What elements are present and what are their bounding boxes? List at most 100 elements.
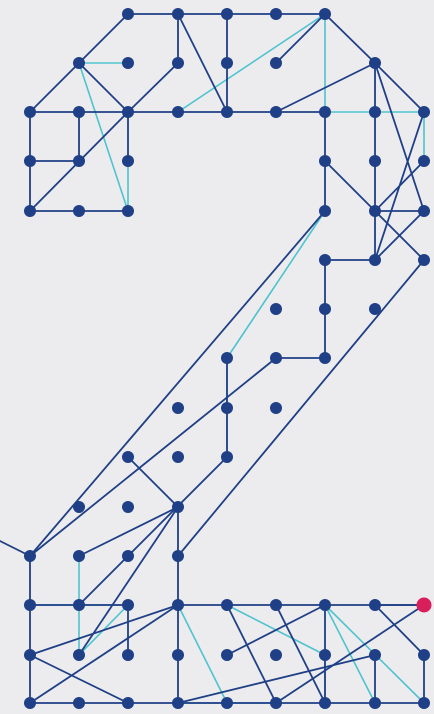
node <box>418 254 430 266</box>
node <box>172 550 184 562</box>
node <box>24 550 36 562</box>
dark-edge <box>227 605 276 703</box>
node <box>270 697 282 709</box>
node <box>73 599 85 611</box>
node <box>319 352 331 364</box>
node <box>319 303 331 315</box>
node <box>24 599 36 611</box>
node <box>172 501 184 513</box>
node <box>122 57 134 69</box>
node <box>418 697 430 709</box>
node <box>172 402 184 414</box>
node <box>221 57 233 69</box>
node <box>369 599 381 611</box>
dark-edge <box>276 605 424 703</box>
node <box>270 8 282 20</box>
dark-edge <box>276 605 325 703</box>
dark-edge <box>325 14 375 63</box>
node <box>122 155 134 167</box>
dark-edge <box>30 63 79 112</box>
light-edge <box>178 14 325 112</box>
node <box>319 155 331 167</box>
node <box>270 303 282 315</box>
node <box>122 649 134 661</box>
accent-node <box>417 598 432 613</box>
node <box>172 8 184 20</box>
node <box>221 106 233 118</box>
node <box>73 205 85 217</box>
node <box>73 649 85 661</box>
node <box>369 303 381 315</box>
node <box>319 649 331 661</box>
node <box>221 451 233 463</box>
light-edge <box>227 211 325 358</box>
node <box>418 106 430 118</box>
node <box>122 451 134 463</box>
light-edge <box>178 605 227 703</box>
nodes <box>24 8 432 709</box>
node <box>221 649 233 661</box>
node <box>369 57 381 69</box>
node <box>369 205 381 217</box>
node <box>24 106 36 118</box>
dark-edge <box>30 655 128 703</box>
node <box>270 57 282 69</box>
node <box>73 57 85 69</box>
node <box>73 697 85 709</box>
dark-edge <box>128 457 178 507</box>
node <box>418 155 430 167</box>
node <box>122 8 134 20</box>
node <box>221 8 233 20</box>
node <box>24 205 36 217</box>
dark-edge <box>128 63 178 112</box>
dark-edges <box>0 14 424 703</box>
node <box>221 352 233 364</box>
node <box>221 697 233 709</box>
node <box>172 649 184 661</box>
node <box>172 697 184 709</box>
node <box>319 697 331 709</box>
dark-edge <box>375 605 424 655</box>
dark-edge <box>178 655 375 703</box>
node <box>270 106 282 118</box>
node <box>319 205 331 217</box>
dark-edge <box>79 457 227 605</box>
dark-edge <box>276 14 325 63</box>
dark-edge <box>30 358 276 556</box>
dark-edge <box>178 14 227 112</box>
node <box>73 501 85 513</box>
node <box>122 599 134 611</box>
node <box>270 599 282 611</box>
node <box>172 599 184 611</box>
node <box>122 106 134 118</box>
node <box>221 402 233 414</box>
node <box>172 106 184 118</box>
node <box>369 155 381 167</box>
node <box>369 254 381 266</box>
node <box>369 697 381 709</box>
node <box>418 205 430 217</box>
dark-edge <box>79 14 128 63</box>
node <box>73 155 85 167</box>
dark-edge <box>79 507 178 556</box>
node <box>73 106 85 118</box>
node <box>122 550 134 562</box>
node <box>270 352 282 364</box>
node <box>270 649 282 661</box>
node <box>319 254 331 266</box>
node <box>319 106 331 118</box>
node <box>172 451 184 463</box>
node <box>122 697 134 709</box>
node <box>418 649 430 661</box>
node <box>369 649 381 661</box>
node <box>369 106 381 118</box>
dark-edge <box>30 605 178 703</box>
node <box>172 57 184 69</box>
node <box>24 649 36 661</box>
node <box>270 402 282 414</box>
node <box>221 599 233 611</box>
node <box>24 697 36 709</box>
node <box>319 599 331 611</box>
node <box>319 8 331 20</box>
